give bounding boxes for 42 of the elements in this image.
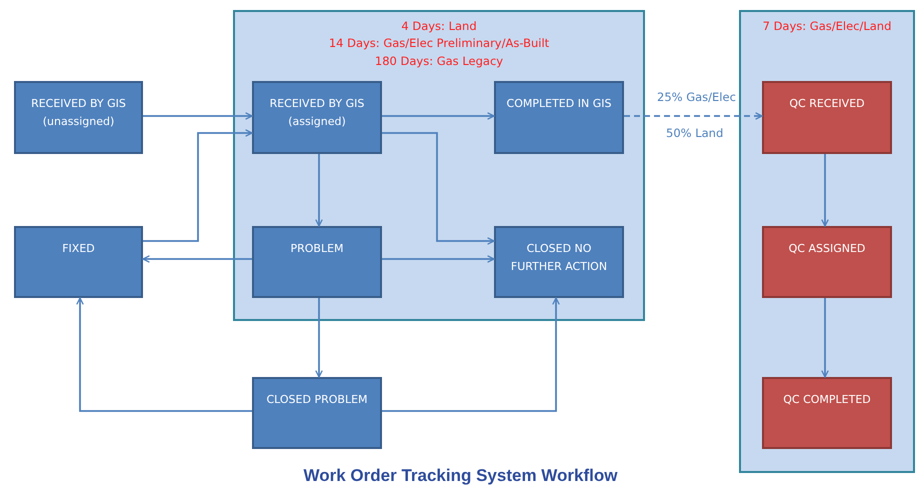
box-label: QC COMPLETED (782, 392, 872, 408)
box-label: RECEIVED BY GIS (assigned) (268, 96, 366, 130)
arrow (315, 154, 323, 227)
process-box (494, 81, 624, 154)
process-box (494, 226, 624, 298)
stage-panel (739, 10, 915, 473)
arrow (143, 112, 253, 120)
box-label: QC RECEIVED (788, 96, 866, 112)
arrow (315, 298, 323, 378)
arrow (821, 298, 829, 378)
box-label: COMPLETED IN GIS (506, 96, 612, 112)
turnaround-note: 14 Days: Gas/Elec Preliminary/As-Built (328, 35, 550, 52)
process-box (762, 377, 892, 449)
dashed-arrow (624, 112, 763, 120)
arrow (382, 132, 495, 245)
box-label: RECEIVED BY GIS (unassigned) (30, 96, 127, 130)
process-box (14, 81, 143, 154)
process-box (252, 81, 382, 154)
box-label: QC ASSIGNED (788, 241, 866, 257)
arrow (382, 255, 495, 263)
rate-note: 50% Land (664, 126, 726, 140)
turnaround-note: 7 Days: Gas/Elec/Land (762, 18, 892, 35)
arrow (382, 297, 560, 412)
process-box (252, 377, 382, 449)
box-label: FIXED (61, 241, 96, 257)
box-label: PROBLEM (289, 241, 345, 257)
arrow (142, 255, 252, 263)
process-box (252, 226, 382, 298)
process-box (762, 226, 892, 298)
diagram-title: Work Order Tracking System Workflow (304, 466, 618, 486)
stage-panel (233, 10, 645, 321)
turnaround-note: 4 Days: Land (401, 18, 477, 35)
arrow (76, 297, 252, 412)
arrow (821, 154, 829, 227)
process-box (14, 226, 143, 298)
turnaround-note: 180 Days: Gas Legacy (374, 52, 504, 70)
arrow (382, 112, 495, 120)
box-label: CLOSED PROBLEM (265, 392, 369, 408)
edge-label: 25% Gas/Elec (655, 90, 738, 104)
arrow (143, 129, 253, 242)
process-box (762, 81, 892, 154)
box-label: CLOSED NO FURTHER ACTION (510, 241, 608, 275)
